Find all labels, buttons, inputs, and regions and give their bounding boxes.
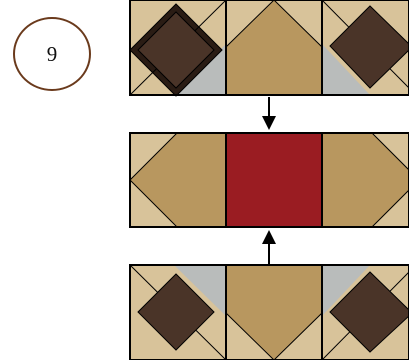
bottom-right-block — [322, 265, 409, 360]
top-row — [130, 0, 409, 96]
arrow-down — [262, 97, 276, 130]
middle-row — [130, 133, 409, 227]
middle-right-block — [322, 133, 409, 227]
center-square-block — [226, 133, 322, 227]
arrow-up — [262, 230, 276, 264]
middle-left-block — [130, 133, 226, 227]
top-center-block — [226, 0, 322, 95]
bottom-left-block — [130, 265, 226, 360]
top-right-block — [322, 0, 409, 95]
top-left-block — [130, 0, 226, 96]
bottom-center-block — [226, 265, 322, 360]
bottom-row — [130, 265, 409, 360]
